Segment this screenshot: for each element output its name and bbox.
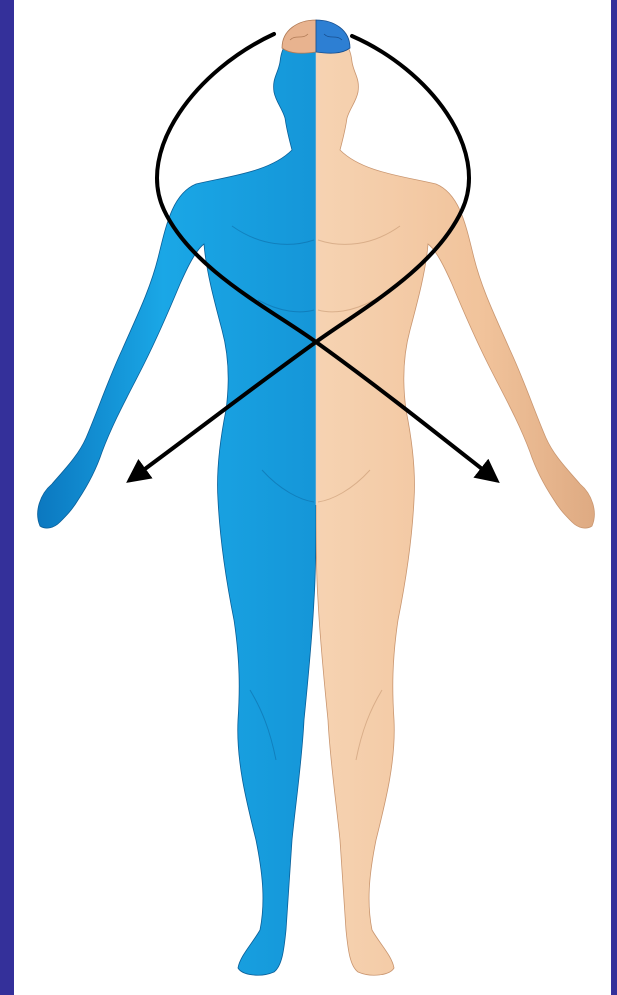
body-right-half [316, 30, 594, 975]
brain-icon [282, 20, 350, 53]
body-silhouette [38, 30, 595, 975]
body-left-half [38, 30, 316, 975]
